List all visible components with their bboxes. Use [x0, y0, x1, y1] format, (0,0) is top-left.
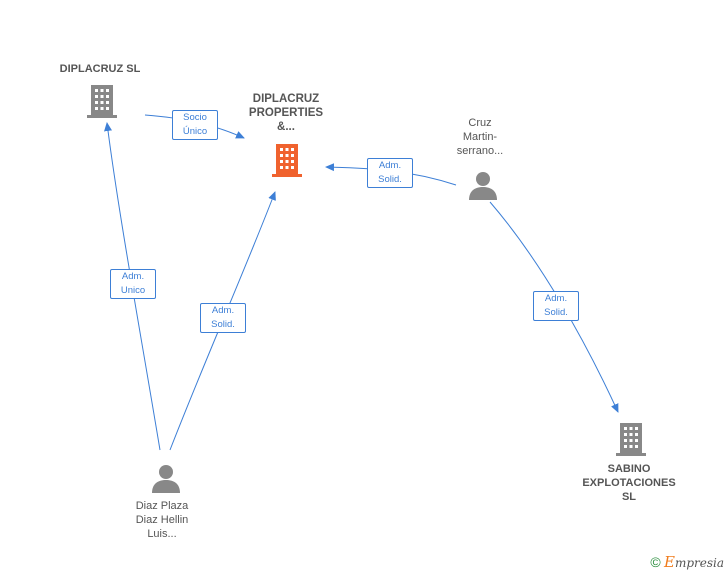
properties-label-line-3: &...	[277, 121, 295, 133]
sabino-label-line-1: SABINO	[607, 463, 651, 475]
edge-label-socio-unico: Socio Único	[172, 110, 218, 140]
cruz-label-line-1: Cruz	[468, 117, 492, 129]
empresia-footer[interactable]: © Empresia	[650, 553, 724, 571]
node-cruz-martin[interactable]: Cruz Martin- serrano...	[430, 116, 530, 158]
person-icon	[152, 465, 180, 493]
building-icon-focus	[272, 144, 302, 177]
person-icon	[469, 172, 497, 200]
node-sabino[interactable]: SABINO EXPLOTACIONES SL	[569, 462, 689, 504]
edge-label-cruz-sabino: Adm. Solid.	[533, 291, 579, 321]
building-icon	[87, 85, 117, 118]
edge-label-line: Único	[182, 126, 208, 137]
properties-label-line-2: PROPERTIES	[248, 107, 324, 119]
brand-rest: mpresia	[674, 556, 724, 570]
edge-label-cruz-properties: Adm. Solid.	[367, 158, 413, 188]
diaz-label-line-3: Luis...	[147, 528, 177, 540]
building-icon	[616, 423, 646, 456]
edge-label-adm-unico: Adm. Unico	[110, 269, 156, 299]
edge-label-line: Solid.	[211, 319, 235, 330]
edge-label-line: Adm.	[211, 305, 235, 316]
edge-label-line: Adm.	[544, 293, 568, 304]
brand-logo: Empresia	[663, 553, 724, 571]
brand-initial: E	[663, 553, 675, 571]
node-diaz-plaza[interactable]: Diaz Plaza Diaz Hellin Luis...	[112, 499, 212, 541]
cruz-label-line-3: serrano...	[456, 145, 504, 157]
edge-label-line: Adm.	[121, 271, 145, 282]
edge-label-line: Unico	[120, 285, 146, 296]
diaz-label-line-2: Diaz Hellin	[135, 514, 189, 526]
cruz-label-line-2: Martin-	[462, 131, 498, 143]
edge-label-line: Adm.	[378, 160, 402, 171]
node-diplacruz-properties[interactable]: DIPLACRUZ PROPERTIES &...	[226, 92, 346, 134]
edge-label-line: Solid.	[544, 307, 568, 318]
edge-label-line: Socio	[183, 112, 207, 123]
sabino-label-line-3: SL	[621, 491, 637, 503]
edge-label-line: Solid.	[378, 174, 402, 185]
properties-label-line-1: DIPLACRUZ	[252, 93, 320, 105]
diplacruz-sl-label: DIPLACRUZ SL	[59, 63, 141, 75]
edge-label-diaz-properties: Adm. Solid.	[200, 303, 246, 333]
node-diplacruz-sl[interactable]: DIPLACRUZ SL	[40, 62, 160, 76]
diaz-label-line-1: Diaz Plaza	[135, 500, 189, 512]
copyright-icon: ©	[650, 554, 661, 570]
sabino-label-line-2: EXPLOTACIONES	[582, 477, 676, 489]
